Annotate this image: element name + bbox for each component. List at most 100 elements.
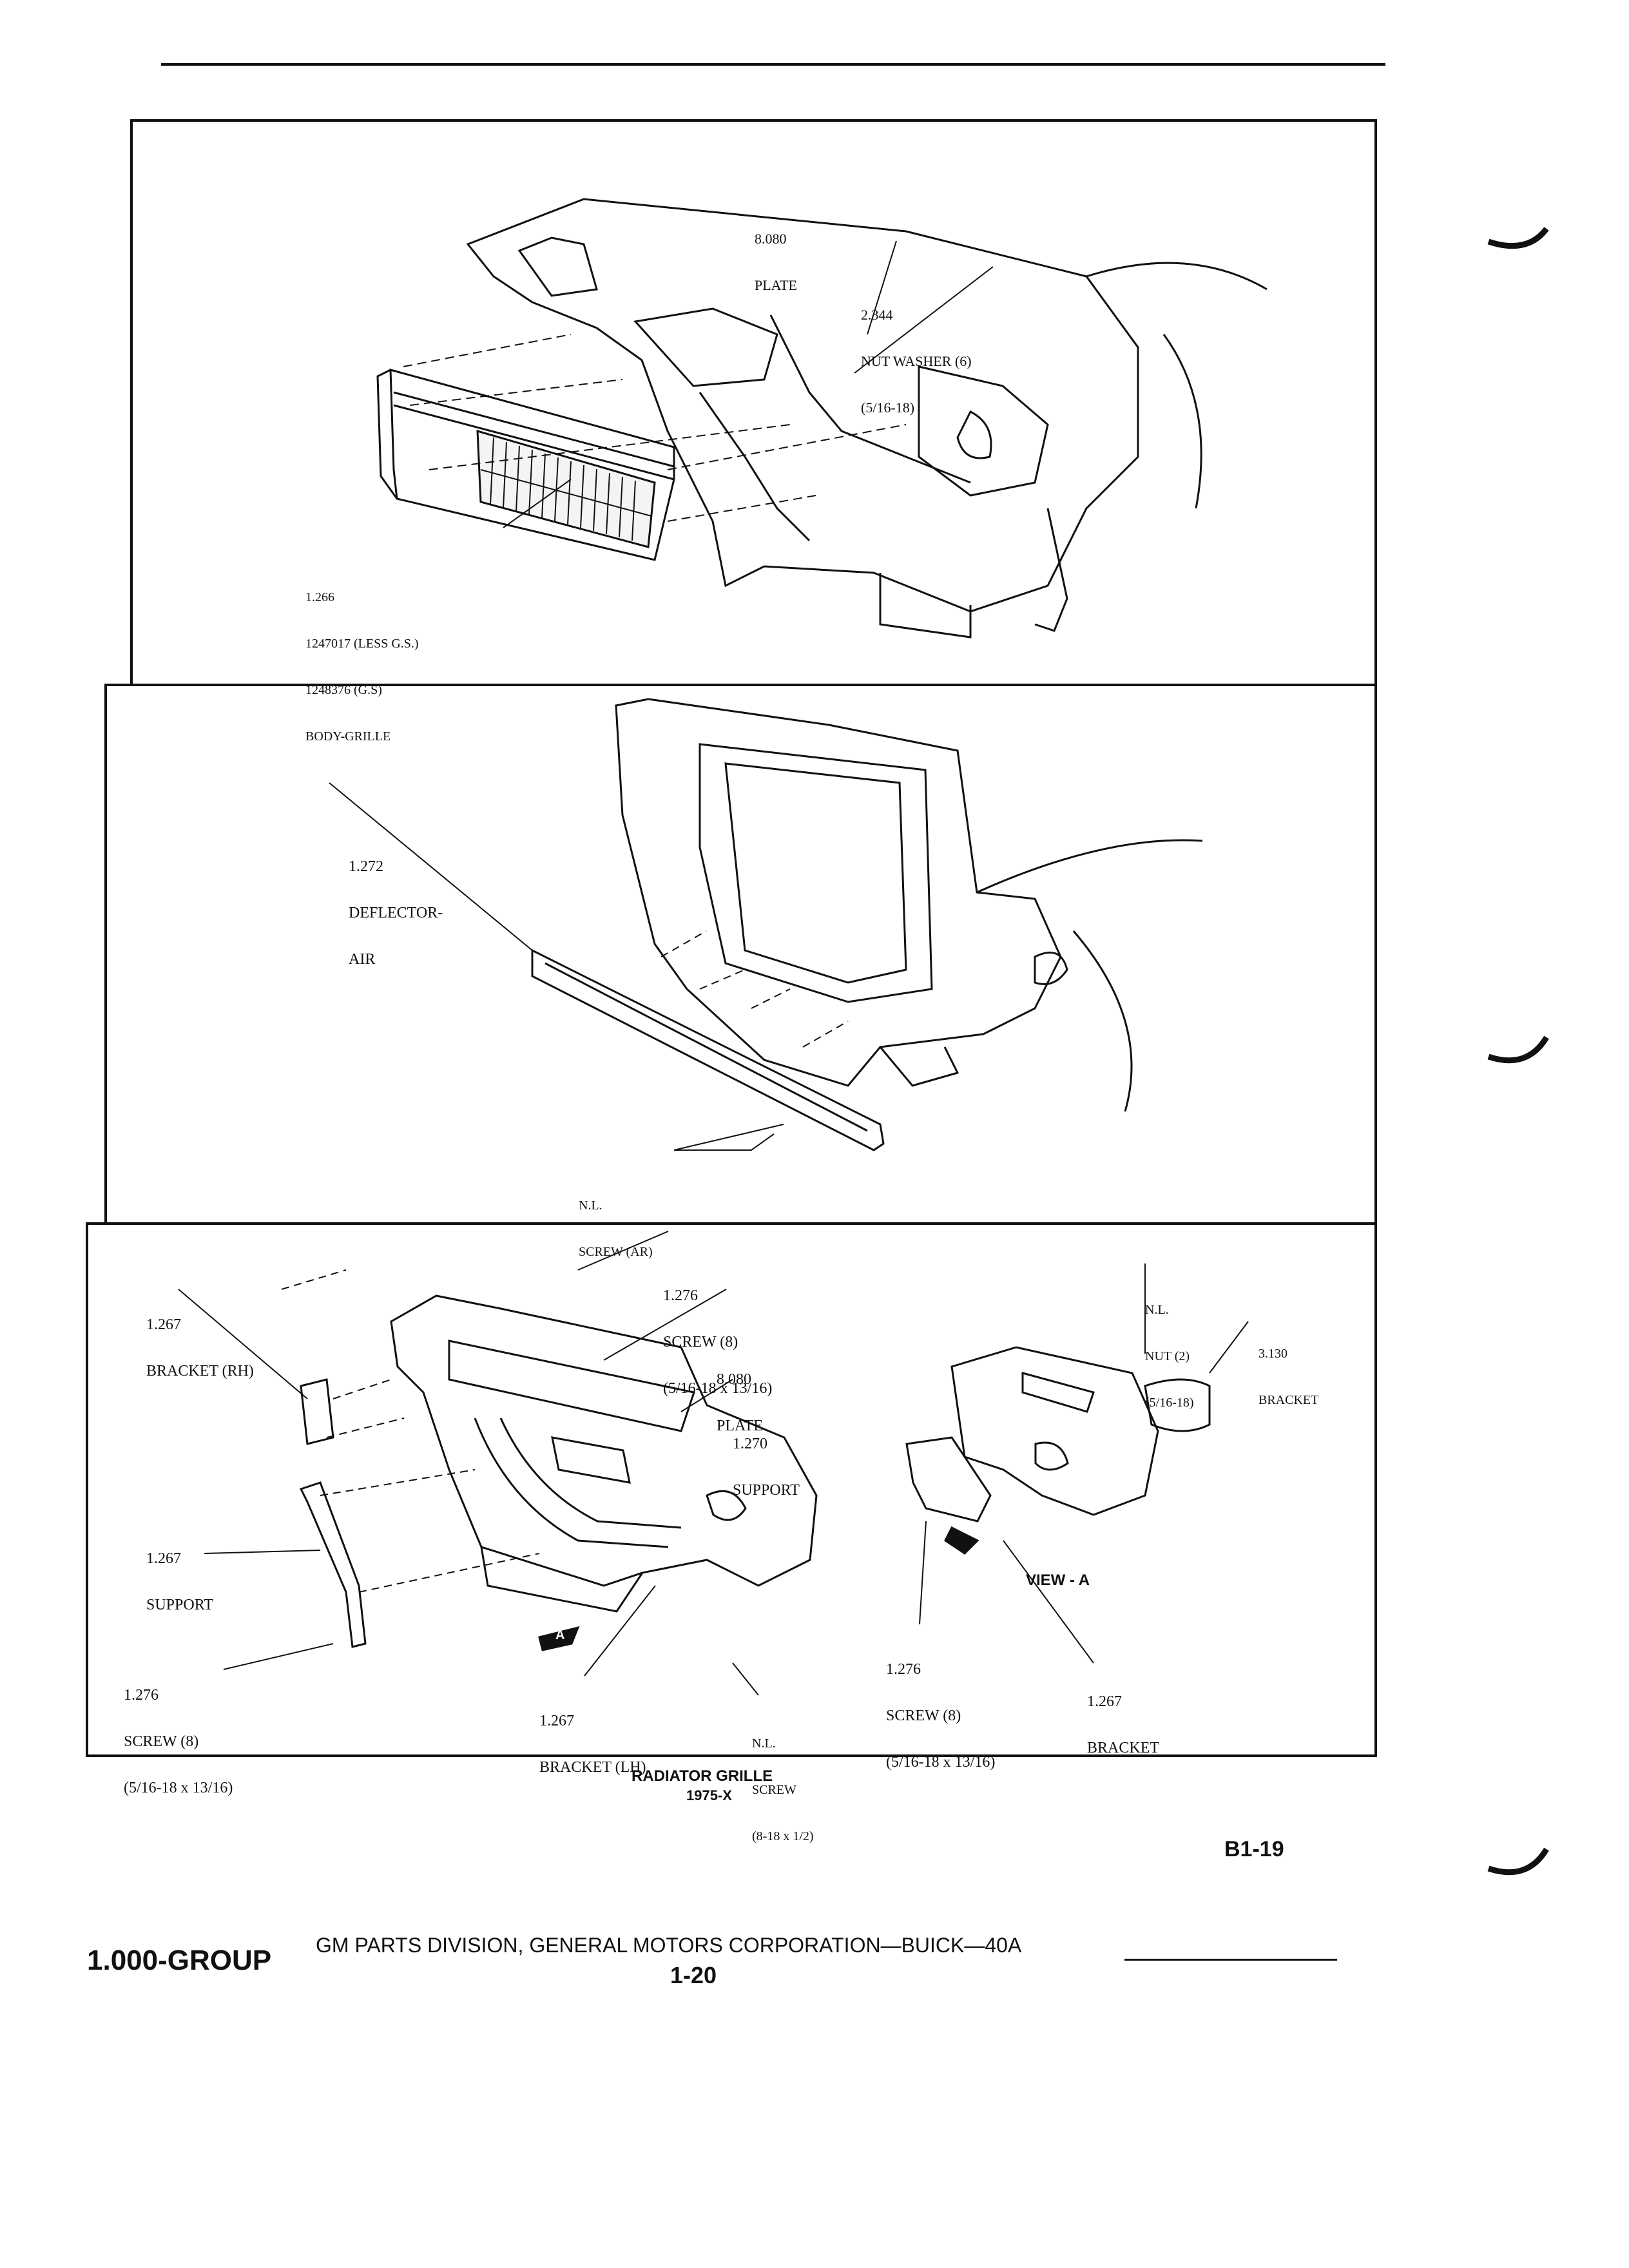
top-rule [161, 63, 1385, 66]
leader-screw-left [223, 1643, 334, 1670]
label-body-grille-part1: 1247017 (LESS G.S.) [305, 637, 419, 651]
label-deflector: 1.272 DEFLECTOR- AIR [349, 828, 443, 998]
label-screw-view: 1.276 SCREW (8) (5/16-18 x 13/16) [886, 1631, 995, 1801]
label-bracket-rh-num: 1.267 [146, 1316, 181, 1333]
label-bracket-rh-name: BRACKET (RH) [146, 1363, 254, 1379]
leader-bracket-view [1003, 1540, 1094, 1664]
label-bracket-3130: 3.130 BRACKET [1258, 1315, 1318, 1439]
label-support-left-name: SUPPORT [146, 1597, 213, 1613]
assembly-dashes [403, 334, 907, 522]
caption-sub: 1975-X [686, 1787, 732, 1803]
label-screw-left-num: 1.276 [124, 1687, 159, 1704]
body-grille-drawing [376, 369, 675, 561]
support-diagram [178, 1231, 1249, 1696]
label-screw-top-num: 1.276 [663, 1287, 698, 1304]
leader-plate [867, 240, 897, 335]
leader-grille [503, 479, 572, 528]
leader-bracket-3130 [1209, 1321, 1249, 1374]
arrow-a [538, 1626, 580, 1651]
bracket-rh-drawing [300, 1378, 334, 1445]
panel-support-brackets: 1.267 BRACKET (RH) 1.276 SCREW (8) (5/16… [86, 1222, 1377, 1843]
support-leaders [178, 1231, 1249, 1696]
label-plate-num: 8.080 [755, 231, 787, 247]
label-view-a: VIEW - A [1026, 1571, 1090, 1589]
leader-screw-top [577, 1231, 669, 1271]
label-screw-view-size: (5/16-18 x 13/16) [886, 1754, 996, 1771]
label-support-main: 1.270 SUPPORT [733, 1405, 800, 1529]
panel-air-deflector: 1.272 DEFLECTOR- AIR N.L. SCREW (AR) [104, 684, 1377, 1259]
label-screw-left-name: SCREW (8) [124, 1733, 199, 1750]
label-body-grille-name: BODY-GRILLE [305, 729, 391, 744]
label-deflector-num: 1.272 [349, 858, 383, 875]
label-bracket-3130-name: BRACKET [1258, 1393, 1319, 1407]
label-bracket-lh: 1.267 BRACKET (LH) [539, 1682, 646, 1806]
panel-grille-assembly: 8.080 PLATE 2.344 NUT WASHER (6) (5/16-1… [130, 119, 1377, 744]
label-plate: 8.080 PLATE [755, 200, 797, 324]
leader-screw-nl [732, 1662, 759, 1696]
label-plate-name: PLATE [755, 277, 797, 293]
label-screw-nl: N.L. SCREW (8-18 x 1/2) [752, 1705, 814, 1875]
air-deflector-drawing [531, 948, 885, 1151]
label-nut-nl-size: (5/16-18) [1145, 1396, 1194, 1410]
deflector-dashes [660, 930, 849, 1048]
label-nut-nl: N.L. NUT (2) (5/16-18) [1145, 1271, 1194, 1441]
label-screw-left: 1.276 SCREW (8) (5/16-18 x 13/16) [124, 1657, 233, 1827]
view-a-drawing [905, 1346, 1211, 1555]
label-bracket-view-name: BRACKET [1087, 1740, 1160, 1756]
footer-group: 1.000-GROUP [87, 1945, 272, 1976]
label-body-grille: 1.266 1247017 (LESS G.S.) 1248376 (G.S) … [305, 559, 419, 775]
label-screw-view-name: SCREW (8) [886, 1707, 961, 1724]
label-nut-washer-name: NUT WASHER (6) [861, 353, 972, 369]
support-left-drawing [299, 1481, 367, 1648]
label-support-left-num: 1.267 [146, 1550, 181, 1567]
label-deflector-name2: AIR [349, 951, 376, 968]
footer-page-number: 1-20 [670, 1962, 717, 1988]
grille-slats [480, 437, 652, 541]
label-plate-3: 8.080 PLATE [717, 1341, 763, 1465]
label-screw-top-size: (5/16-18 x 13/16) [663, 1380, 773, 1397]
leader-support-left [204, 1550, 321, 1554]
label-body-grille-num: 1.266 [305, 590, 334, 604]
label-screw-nl-size: (8-18 x 1/2) [752, 1829, 814, 1843]
footer-rule [1124, 1959, 1337, 1961]
leader-plate-3 [603, 1289, 727, 1361]
label-screw-nl-num: N.L. [752, 1736, 776, 1751]
label-plate-3-name: PLATE [717, 1418, 763, 1434]
label-screw-ar-num: N.L. [579, 1198, 602, 1213]
label-bracket-lh-num: 1.267 [539, 1713, 574, 1729]
label-bracket-rh: 1.267 BRACKET (RH) [146, 1286, 254, 1410]
caption-title: RADIATOR GRILLE [631, 1767, 773, 1785]
label-support-main-name: SUPPORT [733, 1482, 800, 1499]
label-screw-left-size: (5/16-18 x 13/16) [124, 1780, 233, 1796]
label-screw-view-num: 1.276 [886, 1661, 921, 1678]
label-bracket-lh-name: BRACKET (LH) [539, 1759, 646, 1776]
leader-bracket-rh [178, 1289, 308, 1399]
radiator-support-main-drawing [390, 1294, 818, 1613]
label-nut-washer-num: 2.344 [861, 307, 893, 323]
label-bracket-3130-num: 3.130 [1258, 1347, 1287, 1361]
label-screw-top: 1.276 SCREW (8) (5/16-18 x 13/16) [663, 1257, 772, 1427]
label-nut-nl-num: N.L. [1145, 1303, 1169, 1317]
support-dashes [281, 1269, 540, 1593]
leader-screw-nl [674, 1133, 775, 1151]
label-support-main-num: 1.270 [733, 1436, 767, 1452]
page-code: B1-19 [1224, 1837, 1284, 1861]
label-nut-nl-name: NUT (2) [1145, 1349, 1190, 1363]
leader-support-main [680, 1379, 733, 1412]
deflector-diagram [329, 698, 1203, 1151]
label-body-grille-part2: 1248376 (G.S) [305, 683, 382, 697]
grille-diagram [376, 198, 1268, 639]
leader-nut-washer [854, 266, 994, 374]
label-nut-washer-size: (5/16-18) [861, 399, 915, 416]
label-nut-washer: 2.344 NUT WASHER (6) (5/16-18) [861, 276, 972, 447]
label-bracket-view: 1.267 BRACKET [1087, 1663, 1159, 1787]
label-screw-nl-name: SCREW [752, 1783, 796, 1797]
front-support-drawing [615, 698, 1203, 1112]
label-plate-3-num: 8.080 [717, 1371, 751, 1388]
leader-screw-view [919, 1521, 927, 1625]
leader-deflector [329, 782, 533, 951]
label-screw-top-name: SCREW (8) [663, 1334, 738, 1350]
label-deflector-name1: DEFLECTOR- [349, 905, 443, 921]
label-bracket-view-num: 1.267 [1087, 1693, 1122, 1710]
